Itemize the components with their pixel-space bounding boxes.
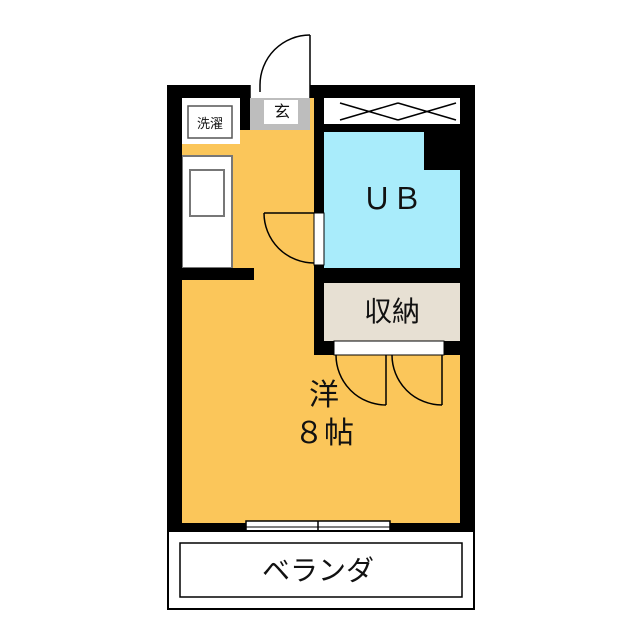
wall-bath-left-lower: [314, 265, 324, 355]
bath-door-swing: [263, 212, 315, 264]
wall-entrance-step: [240, 124, 250, 130]
wall-top-right: [310, 85, 475, 98]
wall-left: [167, 85, 182, 531]
wall-right: [460, 85, 475, 531]
room-type-label: 洋: [309, 378, 339, 413]
wall-bath-bottom: [314, 268, 460, 283]
storage-label: 収納: [364, 295, 420, 328]
bath-door-frame: [313, 212, 325, 266]
veranda-outer: [167, 530, 475, 610]
washer-label: 洗濯: [197, 117, 223, 132]
entrance-door-swing: [259, 34, 311, 86]
washer-box: [187, 105, 233, 139]
wall-bath-corner: [424, 132, 460, 170]
storage-area: [324, 283, 460, 341]
storage-door-gap: [333, 340, 445, 356]
wall-entrance-left: [240, 98, 250, 130]
entrance-door-gap: [250, 85, 310, 98]
veranda-label: ベランダ: [262, 554, 374, 587]
bath-label: ＵＢ: [362, 182, 422, 217]
closet-top: [324, 98, 460, 124]
wall-kitchen: [182, 268, 254, 280]
kitchen-sink: [189, 169, 225, 217]
wall-closet-bottom: [324, 124, 460, 132]
entrance-label: 玄: [274, 102, 290, 121]
wall-bath-left: [314, 98, 324, 213]
wall-top-left: [167, 85, 250, 98]
veranda-inner: [179, 542, 463, 598]
room-size-label: ８帖: [294, 416, 354, 451]
